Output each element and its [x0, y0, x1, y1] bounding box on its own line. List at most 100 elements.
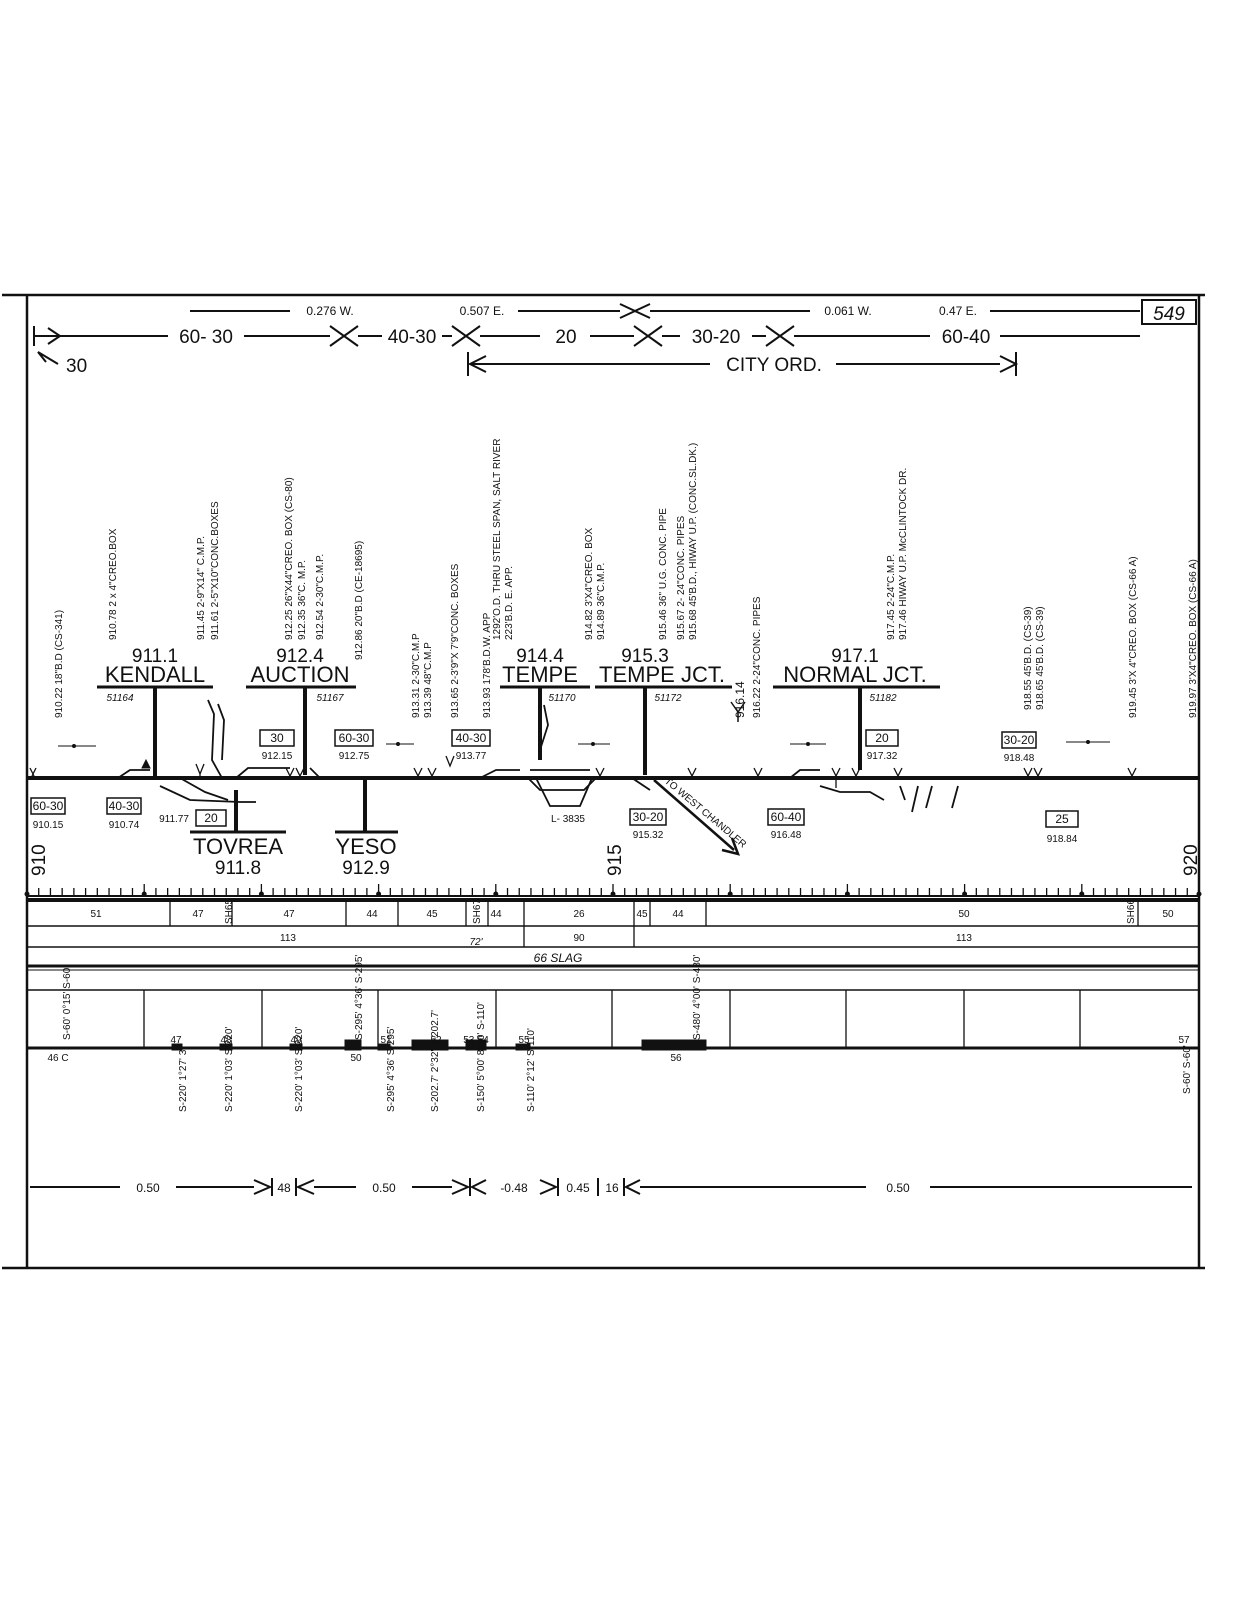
- speed-segment-0: 60- 30: [179, 327, 233, 348]
- rail-cell: 44: [672, 909, 684, 920]
- signal-aspect: 20: [875, 731, 889, 745]
- scale-half-mile-marker: [551, 879, 558, 885]
- speed-note-1: 0.507 E.: [460, 304, 505, 318]
- station-mp: 915.3: [621, 646, 669, 667]
- rail-cell: SH66: [1126, 899, 1137, 924]
- signal-aspect: 30: [270, 731, 284, 745]
- rail-cell: 44: [490, 909, 502, 920]
- curve-number: 46 C: [47, 1053, 68, 1064]
- station-mp: 917.1: [831, 646, 879, 667]
- speed-segment-3: 30-20: [692, 327, 741, 348]
- station-mp: 912.4: [276, 646, 324, 667]
- station-code: 51167: [316, 693, 344, 704]
- rail-cell: 44: [366, 909, 378, 920]
- structure-15: 914.89 36"C.M.P.: [596, 563, 607, 640]
- rail-cell: SH67: [472, 899, 483, 924]
- station-code: 51164: [106, 693, 134, 704]
- scale-mile-marker: [727, 891, 733, 897]
- signal-mp: 918.48: [1004, 753, 1035, 764]
- rail-cell: 45: [426, 909, 438, 920]
- scale-mile-marker: [610, 891, 616, 897]
- interval: 0.45: [566, 1181, 590, 1195]
- curve-numbers: 47 48 49 50 51 52 53-54 55 56 46 C 57: [47, 1035, 1190, 1064]
- structure-6: 912.54 2-30"C.M.P.: [315, 554, 326, 640]
- flag-icon: [141, 758, 151, 769]
- curve-number: 50: [350, 1053, 362, 1064]
- interval: 0.50: [886, 1181, 910, 1195]
- structure-1: 910.78 2 x 4"CREO.BOX: [108, 528, 119, 640]
- curve-detail: S-60' 0°15' S-60': [62, 966, 73, 1040]
- scale-half-mile-marker: [317, 879, 323, 885]
- sheet-number-box: [1141, 299, 1197, 325]
- sidings: [117, 699, 959, 813]
- station-auction: 912.4 AUCTION 51167: [246, 646, 356, 775]
- sheet-number: 549: [1153, 304, 1185, 325]
- scale-mile-marker: [258, 891, 264, 897]
- scale-label-915: 915: [605, 844, 626, 876]
- structure-7: 912.86 20"B.D (CE-18695): [354, 541, 365, 660]
- tie-cell: 113: [956, 933, 972, 944]
- speed-note-3: 0.47 E.: [939, 304, 977, 318]
- station-code: 51182: [869, 693, 897, 704]
- curve-details: S-60' 0°15' S-60' S-220' 1°27' 3 S-220' …: [62, 955, 1193, 1112]
- signal-aspect: 40-30: [456, 731, 487, 745]
- interval: -0.48: [500, 1181, 528, 1195]
- signal-mp: 910.15: [33, 820, 64, 831]
- scale-half-mile-marker: [1137, 879, 1144, 885]
- signal-aspect: 60-30: [33, 799, 64, 813]
- speed-note-2: 0.061 W.: [824, 304, 871, 318]
- interval: 16: [605, 1181, 619, 1195]
- station-mp: 914.4: [516, 646, 564, 667]
- structure-21: 917.45 2-24"C.M.P.: [886, 554, 897, 640]
- speed-note-0: 0.276 W.: [306, 304, 353, 318]
- rail-cell: 47: [283, 909, 295, 920]
- scale-label-910: 910: [29, 844, 50, 876]
- structure-16: 915.46 36" U.G. CONC. PIPE: [658, 508, 669, 640]
- marker-916-icon: [730, 701, 746, 722]
- scale-half-mile-marker: [903, 879, 909, 885]
- station-name: AUCTION: [251, 662, 350, 687]
- station-name: KENDALL: [105, 662, 205, 687]
- scale-half-mile-marker: [82, 879, 89, 885]
- structure-14: 914.82 3'X4"CREO. BOX: [584, 527, 595, 640]
- station-name: NORMAL JCT.: [783, 662, 926, 687]
- scale-half-mile-marker: [668, 879, 675, 885]
- signal-mp: 917.32: [867, 751, 898, 762]
- scale-half-mile-marker: [785, 879, 792, 885]
- curve-grid: [27, 989, 1199, 1050]
- station-kendall: 911.1 KENDALL 51164: [97, 646, 213, 778]
- structure-26: 919.97 3'X4"CREO. BOX (CS-66 A): [1188, 559, 1199, 718]
- curve-number: 47: [170, 1035, 182, 1046]
- interval: 0.50: [136, 1181, 160, 1195]
- structure-25: 919.45 3'X 4"CREO. BOX (CS-66 A): [1128, 556, 1139, 718]
- signal-mp: 911.77: [159, 814, 189, 825]
- station-mp: 912.9: [342, 858, 390, 879]
- curve-number: 52: [430, 1035, 442, 1046]
- curve-number: 48: [220, 1035, 232, 1046]
- structure-18: 915.68 45'B.D., HIWAY U.P. (CONC.SL.DK.): [688, 443, 699, 640]
- curve-number: 57: [1178, 1035, 1190, 1046]
- station-normal-jct: 917.1 NORMAL JCT. 51182: [773, 646, 940, 770]
- interval: 0.50: [372, 1181, 396, 1195]
- structure-20: 916.22 2-24"CONC. PIPES: [752, 596, 763, 718]
- interval: 48: [277, 1181, 291, 1195]
- speed-segment-1: 40-30: [388, 327, 437, 348]
- scale-mile-marker: [24, 891, 30, 897]
- station-mp: 911.1: [132, 646, 178, 667]
- structure-9: 913.39 48"C.M.P: [423, 642, 434, 718]
- signal-mp: 912.75: [339, 751, 370, 762]
- station-tovrea: TOVREA 911.8: [190, 790, 286, 879]
- city-ord-row: [467, 352, 1019, 376]
- structure-2: 911.45 2-9"X14" C.M.P.: [196, 536, 207, 640]
- structure-24: 918.65 45'B.D. (CS-39): [1035, 606, 1046, 710]
- structure-19: 916.14: [733, 681, 747, 718]
- interval-labels: 0.50 48 0.50 -0.48 0.45 16 0.50: [136, 1181, 910, 1195]
- speed-segment-4: 60-40: [942, 327, 991, 348]
- switch-marks: [29, 755, 1137, 788]
- structure-0: 910.22 18"B.D (CS-341): [54, 610, 65, 718]
- station-tempe-jct: 915.3 TEMPE JCT. 51172: [595, 646, 732, 775]
- scale-mile-marker: [376, 891, 382, 897]
- signals-lower: 60-30 910.15 40-30 910.74 911.77 20 30-2…: [30, 797, 1079, 845]
- rail-cell: SH65: [224, 899, 235, 924]
- scale-mile-marker: [962, 891, 968, 897]
